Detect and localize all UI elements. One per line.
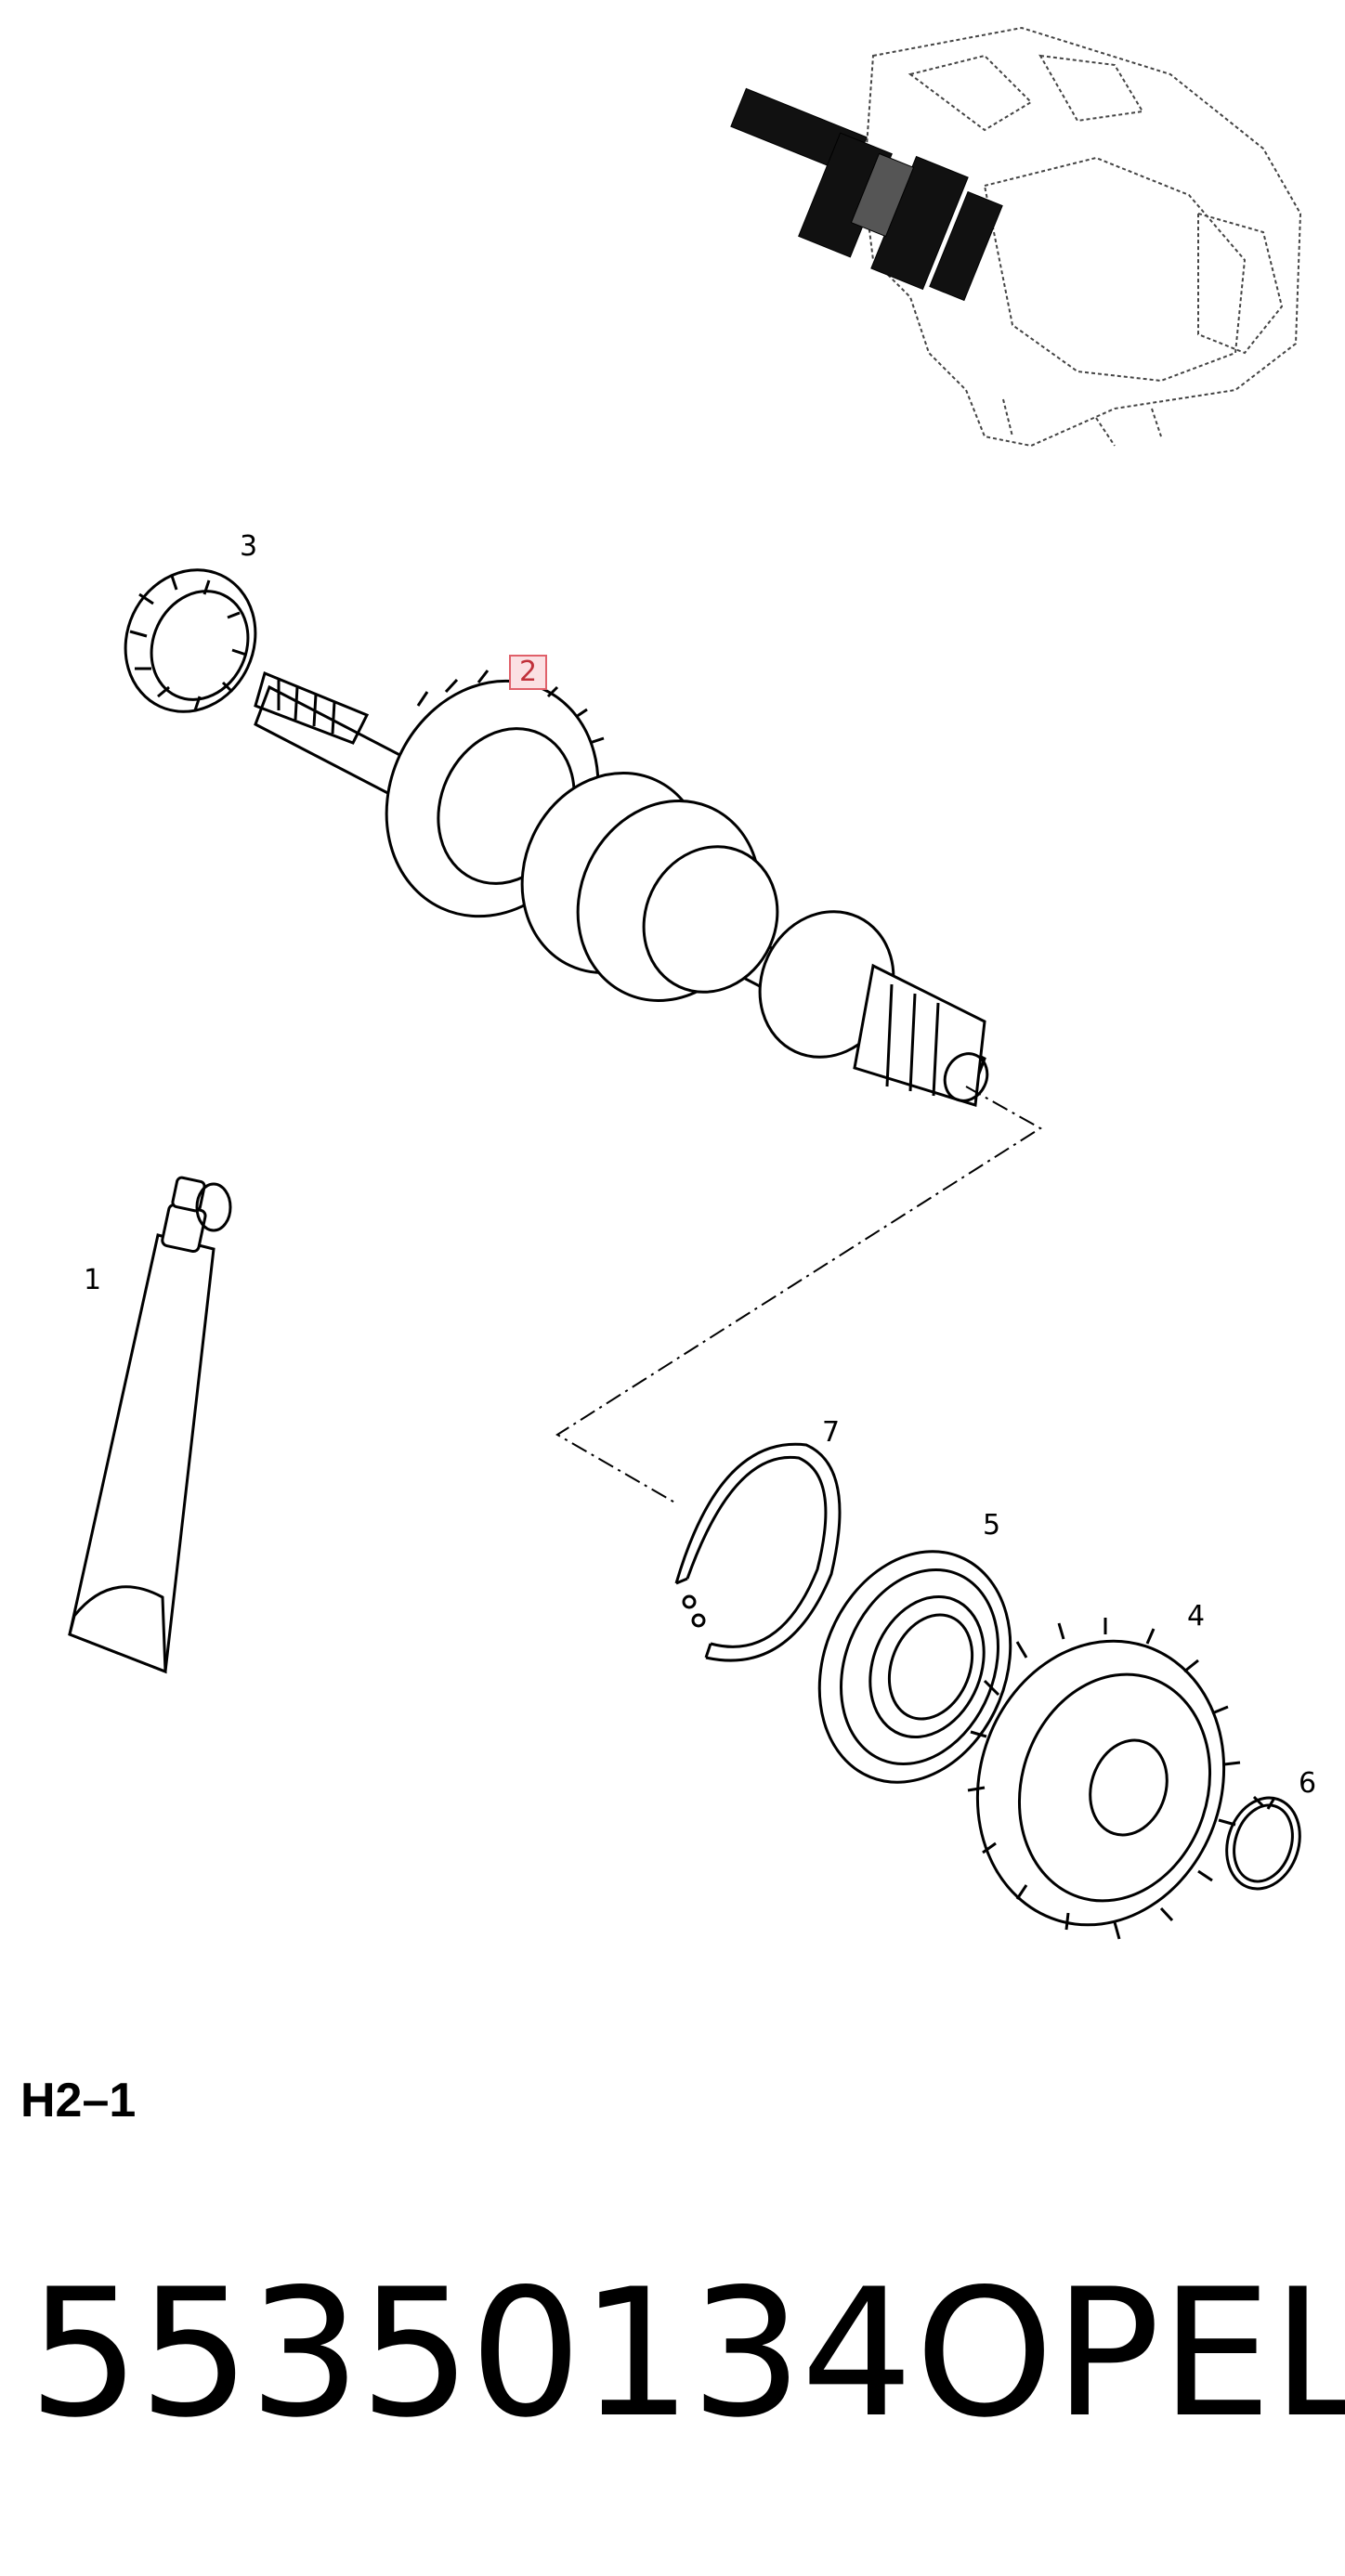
brand-name-text: OPEL: [915, 2251, 1345, 2456]
callout-label-2-highlighted[interactable]: 2: [509, 655, 548, 690]
main-shaft-part-2: [254, 670, 989, 1107]
snap-ring-part-7: [674, 1442, 842, 1662]
grease-tube-part-1: [68, 1176, 232, 1674]
callout-label-6: 6: [1299, 1767, 1317, 1800]
callout-label-1: 1: [84, 1264, 102, 1296]
section-code-label: H2–1: [20, 2074, 137, 2127]
circlip-part-6: [1225, 1795, 1301, 1891]
gearbox-overview-illustration: [862, 26, 1302, 448]
callout-label-7: 7: [822, 1416, 841, 1449]
callout-label-5: 5: [983, 1509, 1001, 1542]
assembly-guide-line: [555, 1086, 1042, 1505]
gear-part-4: [967, 1618, 1241, 1940]
callout-label-4: 4: [1187, 1600, 1206, 1633]
part-number-text: 55350134: [28, 2251, 913, 2456]
roller-bearing-part-3: [124, 568, 257, 713]
callout-label-3: 3: [240, 530, 258, 563]
ball-bearing-part-5: [817, 1550, 1012, 1784]
highlighted-shaft-overview: [730, 87, 1003, 302]
